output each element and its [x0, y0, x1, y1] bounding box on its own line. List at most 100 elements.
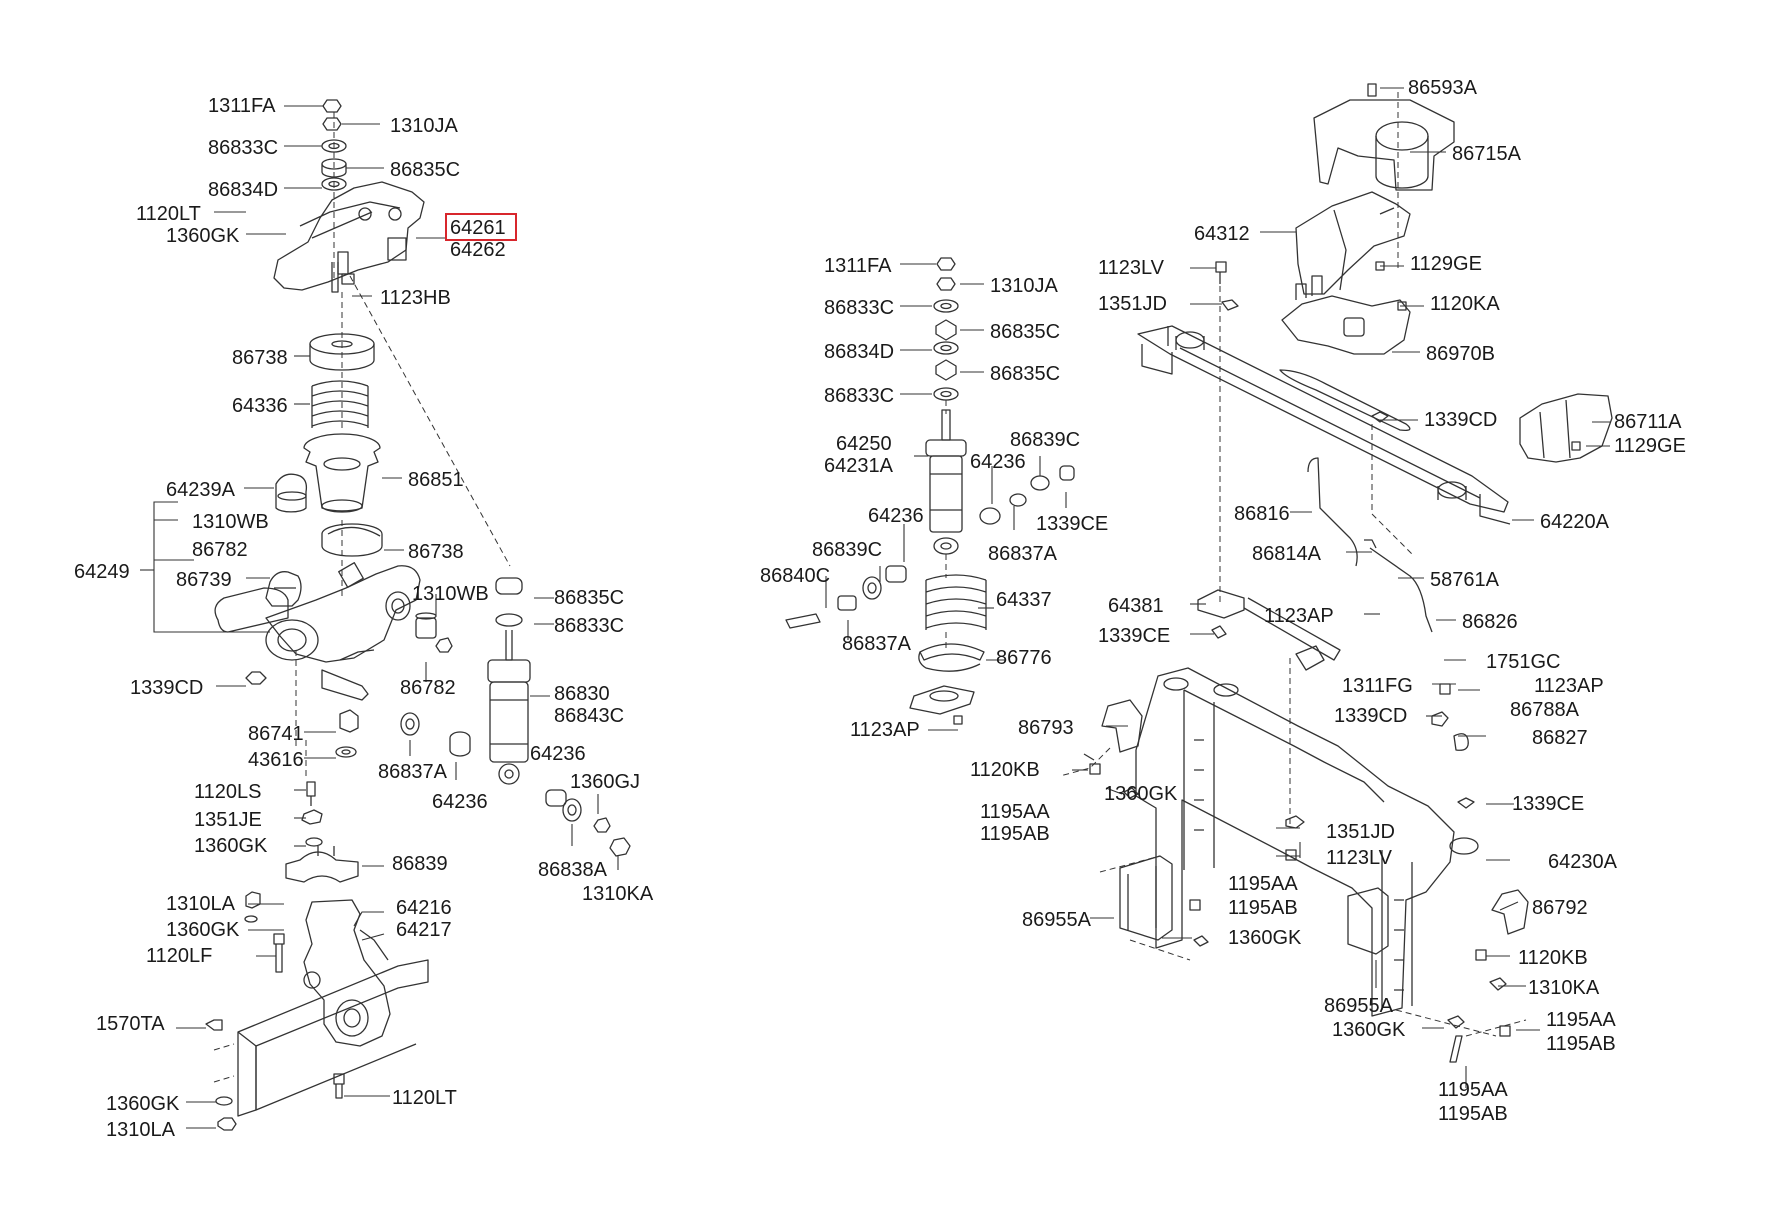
- label-a26: 86843C: [554, 705, 624, 727]
- label-a30: 64236: [530, 743, 586, 765]
- top-bracket-86715a: [1313, 83, 1455, 191]
- label-a27: 86741: [248, 723, 304, 745]
- callout-labels: 1311FA 1310JA 86833C 86835C 86834D 1120L…: [74, 77, 1686, 1141]
- frame-channel-left: [213, 959, 429, 1117]
- label-c40: 1120KB: [1518, 947, 1588, 969]
- side-frame-64230a: [1135, 667, 1479, 1017]
- label-b05: 86834D: [824, 341, 894, 363]
- label-c04: 1123LV: [1098, 257, 1165, 279]
- label-c36: 1195AB: [1228, 897, 1298, 919]
- label-b16: 86840C: [760, 565, 830, 587]
- crossmember-64220a: [1137, 325, 1511, 525]
- label-c03: 64312: [1194, 223, 1250, 245]
- label-c15: 58761A: [1430, 569, 1500, 591]
- label-b06: 86835C: [990, 363, 1060, 385]
- label-a20: 1310WB: [412, 583, 489, 605]
- label-a19: 86739: [176, 569, 232, 591]
- spring-seat-86776: [918, 643, 985, 672]
- label-c29: 1339CE: [1512, 793, 1584, 815]
- label-c38: 86955A: [1022, 909, 1092, 931]
- lower-control-arm-64249: [214, 562, 421, 701]
- bracket-86711a: [1519, 393, 1613, 463]
- steering-knuckle-64216: [303, 899, 391, 1047]
- label-a44: 1570TA: [96, 1013, 165, 1035]
- label-a03: 86833C: [208, 137, 278, 159]
- label-c33: 1123LV: [1326, 847, 1393, 869]
- label-a14: 64239A: [166, 479, 236, 501]
- spring-cup-86851: [303, 433, 381, 513]
- label-c12: 86816: [1234, 503, 1290, 525]
- label-c44: 1360GK: [1332, 1019, 1406, 1041]
- clamp-86839-stack: [285, 781, 359, 883]
- label-c42: 86955A: [1324, 995, 1394, 1017]
- label-a10: 1123HB: [380, 287, 451, 309]
- highlight-box-64261: [445, 213, 517, 241]
- label-a22: 86833C: [554, 615, 624, 637]
- label-a06: 1120LT: [136, 203, 201, 225]
- label-a08: 64261: [450, 217, 506, 239]
- label-a32: 1360GJ: [570, 771, 640, 793]
- label-c06: 1351JD: [1098, 293, 1167, 315]
- label-c09: 1339CD: [1424, 409, 1497, 431]
- label-b09: 64231A: [824, 455, 894, 477]
- bracket-86970b: [1281, 275, 1411, 355]
- label-b11: 64236: [970, 451, 1026, 473]
- rod-64381: [1197, 589, 1341, 671]
- label-c26: 86793: [1018, 717, 1074, 739]
- label-b15: 86839C: [812, 539, 882, 561]
- tube-86826: [1307, 457, 1433, 633]
- label-c34: 64230A: [1548, 851, 1618, 873]
- label-a02: 1310JA: [390, 115, 458, 137]
- right-frame-assembly: [1059, 83, 1613, 1088]
- label-a07: 1360GK: [166, 225, 240, 247]
- label-a25: 86830: [554, 683, 610, 705]
- label-c21: 1311FG: [1342, 675, 1413, 697]
- label-c17: 1123AP: [1264, 605, 1334, 627]
- label-a41: 1360GK: [166, 919, 240, 941]
- label-b13: 64236: [868, 505, 924, 527]
- label-c24: 86788A: [1510, 699, 1580, 721]
- label-c11: 1129GE: [1614, 435, 1686, 457]
- leader-lines-right: [1072, 87, 1610, 1088]
- label-c32: 1351JD: [1326, 821, 1395, 843]
- leader-lines-left: [140, 105, 619, 1129]
- label-a04: 86835C: [390, 159, 460, 181]
- label-a21: 86835C: [554, 587, 624, 609]
- label-c30: 1195AA: [980, 801, 1050, 823]
- middle-bushings: [785, 465, 1075, 629]
- label-a28: 43616: [248, 749, 304, 771]
- label-a23: 1339CD: [130, 677, 203, 699]
- label-c43: 1195AA: [1546, 1009, 1616, 1031]
- label-c10: 86711A: [1614, 411, 1682, 433]
- label-a24: 86782: [400, 677, 456, 699]
- label-b17: 64337: [996, 589, 1052, 611]
- shock-absorber-64250: [925, 409, 967, 555]
- label-a40: 64216: [396, 897, 452, 919]
- coil-spring-64337: [925, 574, 987, 630]
- arm-small-parts: [245, 612, 471, 758]
- shock-absorber-86830: [487, 577, 531, 785]
- label-c23: 1339CD: [1334, 705, 1407, 727]
- rubber-bump-64239a: [275, 473, 308, 513]
- label-a45: 1360GK: [106, 1093, 180, 1115]
- label-a12: 64336: [232, 395, 288, 417]
- label-c18: 86826: [1462, 611, 1518, 633]
- label-c47: 1195AB: [1438, 1103, 1508, 1125]
- shock-lower-bushings: [545, 789, 631, 857]
- label-b18: 86837A: [842, 633, 912, 655]
- label-b20: 1123AP: [850, 719, 920, 741]
- label-b07: 86833C: [824, 385, 894, 407]
- label-a16: 64249: [74, 561, 130, 583]
- label-a37: 86838A: [538, 859, 608, 881]
- label-c01: 86593A: [1408, 77, 1478, 99]
- label-a34: 1351JE: [194, 809, 262, 831]
- label-a18: 86738: [408, 541, 464, 563]
- label-b01: 1311FA: [824, 255, 892, 277]
- label-c07: 1120KA: [1430, 293, 1500, 315]
- bump-stop-spring-64336: [311, 380, 369, 428]
- label-c22: 1123AP: [1534, 675, 1604, 697]
- centerlines-left: [295, 112, 511, 780]
- label-b08: 64250: [836, 433, 892, 455]
- label-a46: 1120LT: [392, 1087, 457, 1109]
